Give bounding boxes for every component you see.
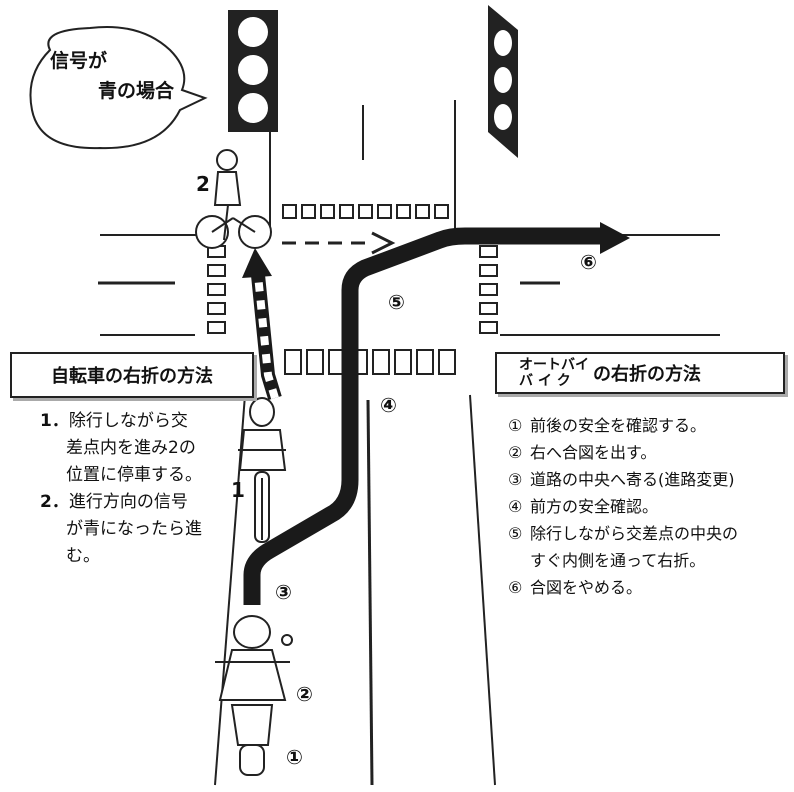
callout-line-2: 青の場合	[97, 80, 174, 102]
step-text: 前方の安全確認。	[530, 497, 659, 516]
traffic-light-right	[488, 5, 518, 158]
motorbike-panel-title-stack: オートバイ バ イ ク	[519, 357, 589, 389]
motorbike-panel-title-rest: の右折の方法	[593, 364, 701, 385]
bicycle-route-arrow	[242, 248, 282, 401]
bicycle-dashed-arrowhead	[371, 231, 396, 255]
signal-callout: 信号が 青の場合	[44, 46, 184, 106]
bicycle-steps: 1．除行しながら交 差点内を進み2の 位置に停車する。 2．進行方向の信号 が青…	[40, 408, 240, 570]
marker-3: ③	[275, 580, 292, 604]
step-text: 右へ合図を出す。	[530, 443, 657, 462]
motorbike-panel-title-upper: オートバイ	[519, 357, 589, 373]
step-text: 前後の安全を確認する。	[530, 416, 707, 435]
marker-6: ⑥	[580, 250, 597, 274]
step-text: 道路の中央へ寄る(進路変更)	[530, 470, 735, 489]
motorbike-step: ⑥ 合図をやめる。	[508, 574, 790, 601]
bicycle-step-1-num: 1．	[40, 411, 69, 431]
step-mark: ⑤	[508, 524, 523, 543]
motorbike-route-arrowhead	[600, 222, 630, 254]
motorbike-panel-title-box: オートバイ バ イ ク の右折の方法	[495, 352, 785, 394]
bicycle-panel-title-box: 自転車の右折の方法	[10, 352, 254, 398]
step-mark: ③	[508, 470, 523, 489]
speech-bubble	[29, 25, 208, 150]
bicycle-position-1-label: 1	[231, 478, 245, 502]
bicycle-rider-1	[238, 397, 287, 543]
motorbike-panel-title-lower: バ イ ク	[519, 373, 571, 389]
bicycle-step-2-num: 2．	[40, 492, 69, 512]
marker-4: ④	[380, 393, 397, 417]
motorbike-step: すぐ内側を通って右折。	[508, 547, 790, 574]
bicycle-step-2-line2: が青になったら進	[66, 519, 202, 539]
bicycle-position-2-label: 2	[196, 172, 210, 196]
step-mark: ②	[508, 443, 523, 462]
traffic-light-left	[228, 10, 278, 132]
crosswalks	[207, 204, 498, 375]
step-text: 除行しながら交差点の中央の	[530, 524, 739, 543]
motorbike-step: ① 前後の安全を確認する。	[508, 412, 790, 439]
bicycle-step-2-line3: む。	[66, 546, 100, 566]
marker-1: ①	[286, 745, 303, 769]
motorbike-step: ④ 前方の安全確認。	[508, 493, 790, 520]
bicycle-rider-2	[195, 149, 272, 249]
marker-2: ②	[296, 682, 313, 706]
bicycle-panel-title: 自転車の右折の方法	[51, 366, 213, 387]
step-text: 合図をやめる。	[530, 578, 643, 597]
step-mark: ④	[508, 497, 523, 516]
bicycle-step-1: 1．除行しながら交 差点内を進み2の 位置に停車する。	[40, 408, 240, 489]
motorbike-route-arrow	[243, 227, 600, 605]
bicycle-step-2-line1: 進行方向の信号	[68, 492, 188, 512]
motorbike-steps: ① 前後の安全を確認する。 ② 右へ合図を出す。 ③ 道路の中央へ寄る(進路変更) ④…	[508, 412, 790, 601]
motorbike-rider	[215, 615, 293, 776]
bicycle-step-1-line3: 位置に停車する。	[66, 465, 202, 485]
motorbike-step: ⑤ 除行しながら交差点の中央の	[508, 520, 790, 547]
motorbike-step: ③ 道路の中央へ寄る(進路変更)	[508, 466, 790, 493]
callout-line-1: 信号が	[50, 50, 108, 72]
bicycle-step-1-line1: 除行しながら交	[68, 411, 188, 431]
bicycle-step-1-line2: 差点内を進み2の	[66, 438, 196, 458]
marker-5: ⑤	[388, 290, 405, 314]
bicycle-step-2: 2．進行方向の信号 が青になったら進 む。	[40, 489, 240, 570]
step-mark: ①	[508, 416, 523, 435]
step-text: すぐ内側を通って右折。	[530, 551, 706, 570]
motorbike-step: ② 右へ合図を出す。	[508, 439, 790, 466]
step-mark: ⑥	[508, 578, 523, 597]
